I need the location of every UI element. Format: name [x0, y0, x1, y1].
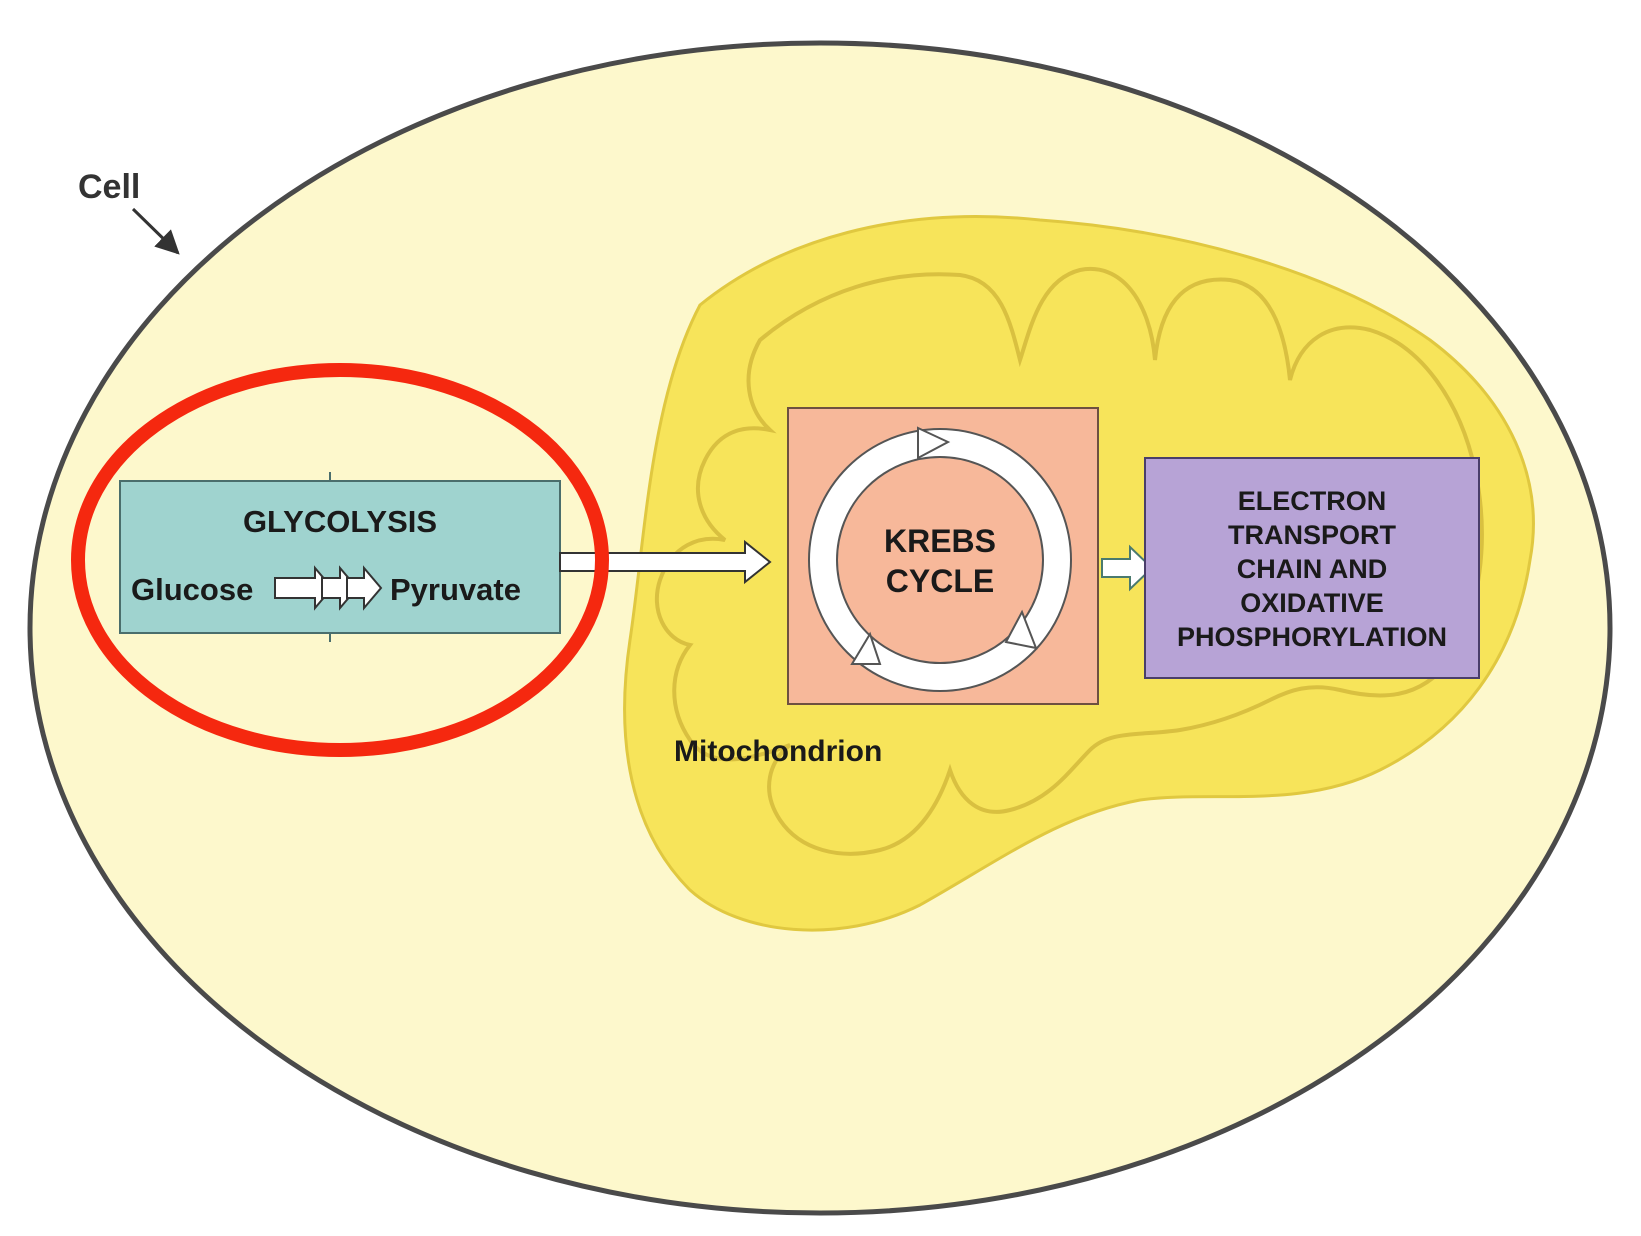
etc-label-line5: PHOSPHORYLATION — [1177, 622, 1447, 652]
etc-label-line4: OXIDATIVE — [1240, 588, 1384, 618]
cell-label: Cell — [78, 168, 140, 206]
krebs-label-line2: CYCLE — [886, 563, 994, 599]
etc-label-line1: ELECTRON — [1238, 486, 1387, 516]
etc-label-line2: TRANSPORT — [1228, 520, 1397, 550]
glycolysis-to-krebs-arrow — [559, 539, 772, 585]
krebs-cycle-arrowhead — [917, 426, 951, 460]
pyruvate-label: Pyruvate — [390, 572, 521, 607]
krebs-cycle-arrowhead — [1004, 609, 1038, 650]
krebs-cycle-arrowhead — [850, 631, 882, 665]
krebs-to-etc-arrow — [1101, 544, 1154, 592]
mitochondrion-label: Mitochondrion — [674, 735, 882, 768]
glycolysis-title: GLYCOLYSIS — [243, 504, 437, 539]
glycolysis-step-arrow — [346, 565, 383, 611]
mitochondrion-inner-membrane — [654, 266, 1484, 856]
electron-transport-chain-box — [1144, 457, 1480, 679]
glycolysis-highlight-ring — [71, 363, 609, 757]
glucose-label: Glucose — [131, 572, 253, 607]
krebs-label-line1: KREBS — [884, 523, 996, 559]
cell-pointer-arrow — [131, 207, 180, 255]
etc-label-line3: CHAIN AND — [1237, 554, 1388, 584]
